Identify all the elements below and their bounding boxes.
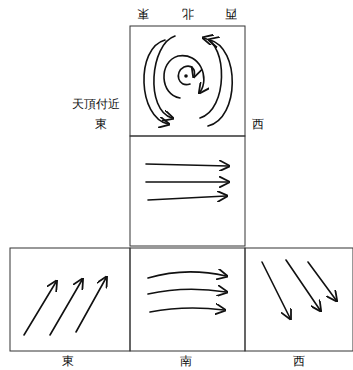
motion-arrow [146, 181, 228, 183]
direction-label: 西 [293, 354, 305, 368]
direction-label: 南 [180, 354, 192, 368]
zenith-panel [130, 136, 245, 246]
direction-label: 西 [252, 117, 264, 131]
circular-arrow [164, 56, 204, 98]
west-panel [245, 248, 353, 351]
motion-arrow [76, 278, 106, 332]
motion-arrow [286, 260, 320, 310]
circular-arrow [178, 66, 194, 84]
motion-arrow [146, 164, 228, 166]
direction-label: 北 [182, 7, 194, 21]
motion-arrow [148, 196, 226, 200]
circular-arrow [208, 40, 232, 126]
direction-label: 西 [225, 7, 237, 21]
motion-arrow [150, 308, 224, 312]
south-panel [130, 248, 245, 351]
pole-star-dot [184, 74, 188, 78]
motion-arrow [148, 272, 226, 278]
north-panel [130, 26, 245, 136]
east-panel [10, 248, 130, 351]
direction-label: 東 [95, 117, 107, 131]
region-label: 天頂付近 [72, 97, 120, 111]
motion-arrow [50, 280, 82, 335]
direction-label: 東 [137, 7, 149, 21]
direction-label: 東 [62, 354, 74, 368]
motion-arrow [148, 289, 226, 294]
motion-arrow [262, 262, 290, 318]
motion-arrow [24, 282, 56, 335]
motion-arrow [308, 262, 336, 300]
